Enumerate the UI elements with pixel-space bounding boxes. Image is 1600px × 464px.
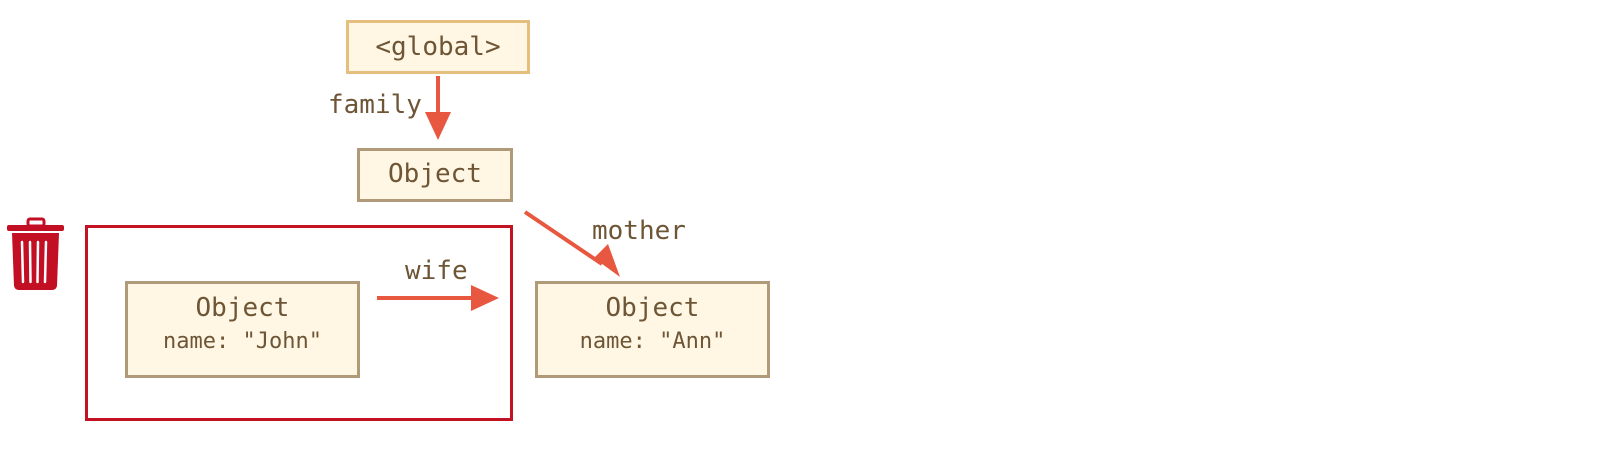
john-object-node: Object name: "John" [125,281,360,378]
family-object-node: Object [357,148,513,202]
family-arrow [425,76,451,140]
ann-object-name-field: name: "Ann" [579,329,726,354]
ann-object-node: Object name: "Ann" [535,281,770,378]
wife-edge-label: wife [405,256,468,286]
family-object-title: Object [388,159,482,189]
mother-edge-label: mother [592,216,686,246]
ann-object-title: Object [605,293,700,323]
john-object-title: Object [195,293,290,323]
john-object-name-field: name: "John" [163,329,322,354]
trash-icon [7,217,64,290]
global-node: <global> [346,20,530,74]
unreachable-group-box [85,225,513,421]
wife-arrow [377,285,499,311]
global-node-label: <global> [375,32,501,62]
family-edge-label: family [328,90,422,120]
mother-arrow [523,210,620,277]
